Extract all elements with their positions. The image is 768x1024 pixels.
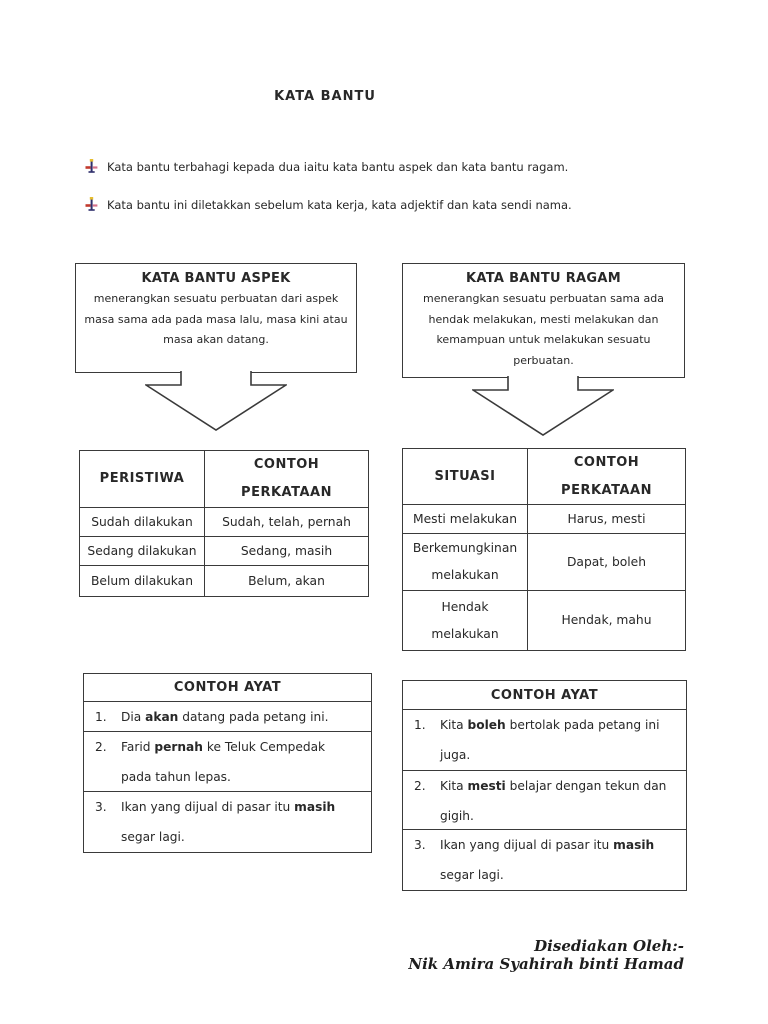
ayat-text-segment: segar lagi. — [440, 868, 504, 882]
section-title: CONTOH AYAT — [173, 680, 282, 695]
down-arrow-icon — [145, 371, 287, 431]
ayat-item: 3. Ikan yang dijual di pasar itu masih s… — [403, 829, 686, 890]
table-cell: Belum, akan — [204, 566, 368, 596]
ayat-text-segment: ke Teluk Cempedak pada tahun lepas. — [121, 740, 326, 784]
ayat-text-segment: Kita — [440, 779, 468, 793]
list-item: Kata bantu terbahagi kepada dua iaitu ka… — [85, 156, 685, 177]
ayat-text-segment: Farid — [121, 740, 155, 754]
list-item: Kata bantu ini diletakkan sebelum kata k… — [85, 194, 685, 215]
table-header-cell: SITUASI — [434, 468, 496, 484]
ragam-table: SITUASI CONTOH PERKATAAN Mesti melakukan… — [402, 448, 686, 651]
table-cell: Sudah, telah, pernah — [204, 508, 368, 536]
table-header-cell: PERISTIWA — [99, 471, 185, 486]
footer-credit-line1: Disediakan Oleh:- — [534, 937, 684, 955]
aspek-definition-box: KATA BANTU ASPEK menerangkan sesuatu per… — [75, 263, 357, 373]
ayat-text: Kita mesti belajar dengan tekun dan gigi… — [440, 771, 686, 831]
table-cell: Harus, mesti — [527, 505, 685, 533]
ayat-number: 1. — [414, 718, 426, 732]
ayat-item: 3. Ikan yang dijual di pasar itu masih s… — [84, 791, 371, 852]
table-cell: Dapat, boleh — [527, 534, 685, 590]
ayat-text-segment: belajar dengan tekun dan gigih. — [440, 779, 667, 823]
ayat-text-bold: boleh — [467, 718, 506, 732]
ayat-item: 1. Kita boleh bertolak pada petang ini j… — [403, 709, 686, 770]
ayat-text-segment: Kita — [440, 718, 468, 732]
ayat-number: 2. — [95, 740, 107, 754]
table-cell: Mesti melakukan — [413, 511, 517, 526]
contoh-ayat-box-ragam: CONTOH AYAT 1. Kita boleh bertolak pada … — [402, 680, 687, 891]
table-cell: Berkemungkinan melakukan — [412, 541, 518, 582]
ayat-text-segment: Ikan yang dijual di pasar itu — [440, 838, 614, 852]
section-title: CONTOH AYAT — [490, 687, 599, 703]
intro-bullet-list: Kata bantu terbahagi kepada dua iaitu ka… — [85, 156, 685, 232]
table-row: Sedang dilakukan Sedang, masih — [80, 536, 368, 565]
arrow-bullet-icon — [85, 159, 98, 173]
table-row: Hendak melakukan Hendak, mahu — [403, 590, 685, 650]
table-cell: Belum dilakukan — [90, 573, 194, 588]
ayat-text-bold: akan — [145, 710, 179, 724]
arrow-bullet-icon — [85, 197, 98, 211]
aspek-panel: KATA BANTU ASPEK menerangkan sesuatu per… — [75, 263, 357, 431]
ayat-text-bold: mesti — [467, 779, 506, 793]
ragam-panel: KATA BANTU RAGAM menerangkan sesuatu per… — [402, 263, 685, 436]
ayat-text-segment: datang pada petang ini. — [178, 710, 329, 724]
aspek-table: PERISTIWA CONTOH PERKATAAN Sudah dilakuk… — [79, 450, 369, 597]
ayat-text-segment: Ikan yang dijual di pasar itu — [121, 800, 295, 814]
ayat-text-segment: segar lagi. — [121, 830, 185, 844]
ayat-item: 1. Dia akan datang pada petang ini. — [84, 701, 371, 731]
ayat-number: 3. — [414, 838, 426, 852]
ragam-definition-box: KATA BANTU RAGAM menerangkan sesuatu per… — [402, 263, 685, 378]
ayat-item: 2. Kita mesti belajar dengan tekun dan g… — [403, 770, 686, 829]
footer-credit: Disediakan Oleh:- Nik Amira Syahirah bin… — [0, 937, 684, 973]
table-row: Sudah dilakukan Sudah, telah, pernah — [80, 507, 368, 536]
ayat-text-segment: Dia — [121, 710, 146, 724]
bullet-text: Kata bantu ini diletakkan sebelum kata k… — [107, 197, 572, 212]
ayat-text-bold: masih — [613, 838, 655, 852]
ayat-text-bold: masih — [294, 800, 336, 814]
ayat-text-segment: bertolak pada petang ini juga. — [440, 718, 660, 762]
ayat-number: 3. — [95, 800, 107, 814]
ayat-text: Dia akan datang pada petang ini. — [121, 702, 371, 732]
ayat-text: Kita boleh bertolak pada petang ini juga… — [440, 710, 686, 770]
table-cell: Sedang dilakukan — [87, 543, 197, 558]
table-header-cell: CONTOH PERKATAAN — [527, 449, 685, 504]
table-row: Belum dilakukan Belum, akan — [80, 565, 368, 596]
table-cell: Sedang, masih — [204, 537, 368, 565]
box-title: KATA BANTU RAGAM — [466, 271, 621, 286]
table-header-row: SITUASI CONTOH PERKATAAN — [403, 449, 685, 504]
down-arrow-icon — [472, 376, 614, 436]
ayat-number: 2. — [414, 779, 426, 793]
ayat-text: Ikan yang dijual di pasar itu masih sega… — [121, 792, 371, 852]
page-title: KATA BANTU — [274, 89, 376, 104]
box-title: KATA BANTU ASPEK — [141, 271, 291, 286]
table-row: Mesti melakukan Harus, mesti — [403, 504, 685, 533]
table-cell: Hendak melakukan — [431, 599, 499, 641]
footer-credit-line2: Nik Amira Syahirah binti Hamad — [408, 954, 684, 973]
contoh-ayat-box-aspek: CONTOH AYAT 1. Dia akan datang pada peta… — [83, 673, 372, 853]
ayat-text: Ikan yang dijual di pasar itu masih sega… — [440, 830, 686, 890]
table-header-row: PERISTIWA CONTOH PERKATAAN — [80, 451, 368, 507]
box-body: menerangkan sesuatu perbuatan dari aspek… — [84, 292, 348, 346]
table-row: Berkemungkinan melakukan Dapat, boleh — [403, 533, 685, 590]
ayat-item: 2. Farid pernah ke Teluk Cempedak pada t… — [84, 731, 371, 791]
table-cell: Hendak, mahu — [527, 591, 685, 650]
ayat-text-bold: pernah — [154, 740, 203, 754]
table-header-cell: CONTOH PERKATAAN — [204, 451, 368, 507]
ayat-text: Farid pernah ke Teluk Cempedak pada tahu… — [121, 732, 371, 792]
bullet-text: Kata bantu terbahagi kepada dua iaitu ka… — [107, 159, 569, 174]
box-body: menerangkan sesuatu perbuatan sama ada h… — [423, 292, 664, 367]
ayat-number: 1. — [95, 710, 107, 724]
table-cell: Sudah dilakukan — [91, 514, 193, 529]
